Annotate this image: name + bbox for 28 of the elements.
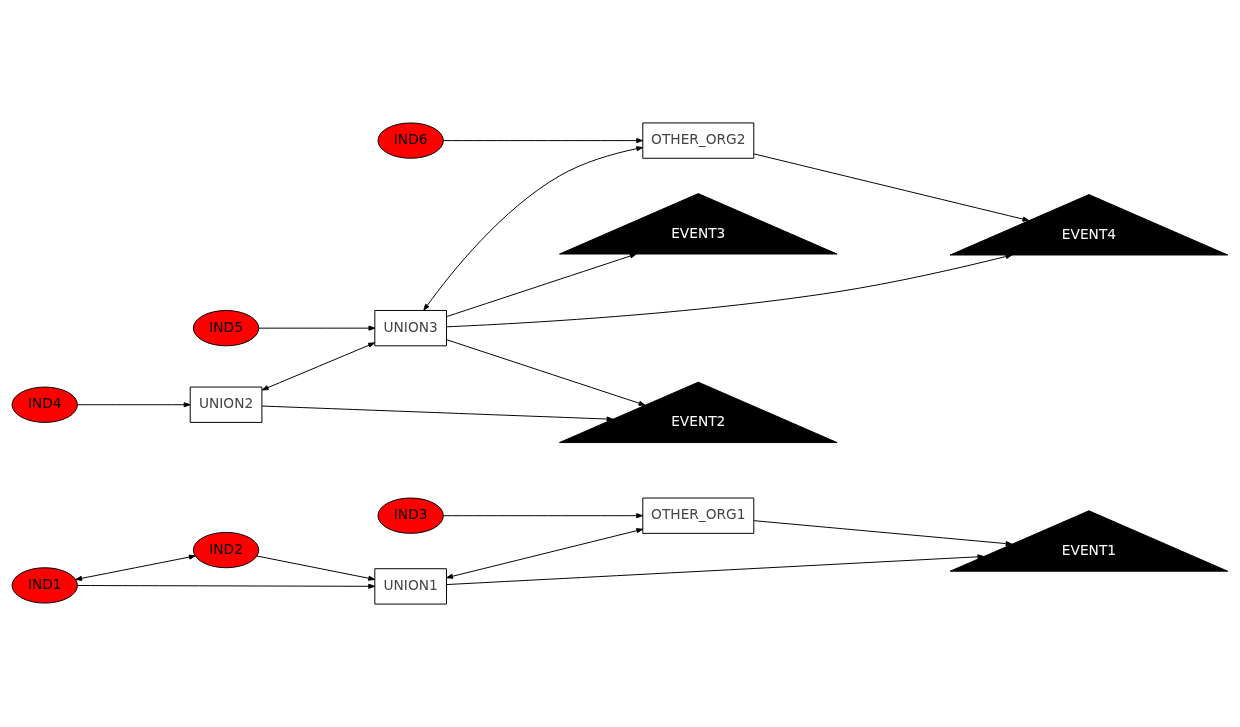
- node-box: UNION3: [374, 310, 447, 347]
- arrow: [76, 402, 191, 408]
- arrow: [446, 253, 1013, 328]
- node-box: OTHER_ORG1: [642, 497, 755, 534]
- arrow: [446, 528, 644, 579]
- arrow: [442, 138, 644, 144]
- arrow: [753, 520, 1013, 547]
- arrow: [442, 513, 644, 519]
- node-ellipse: IND5: [192, 310, 260, 347]
- arrow: [446, 339, 646, 406]
- arrow: [256, 555, 376, 581]
- arrow: [76, 583, 376, 589]
- node-ellipse: IND3: [377, 497, 444, 534]
- node-ellipse: IND1: [11, 567, 78, 604]
- node-box: UNION2: [189, 386, 263, 423]
- arrow: [423, 146, 644, 311]
- node-box: OTHER_ORG2: [642, 122, 755, 159]
- node-box: UNION1: [374, 568, 447, 605]
- arrow: [258, 325, 376, 331]
- arrow: [75, 554, 196, 581]
- arrow: [446, 554, 985, 586]
- arrow: [261, 405, 614, 422]
- node-ellipse: IND6: [377, 122, 444, 159]
- node-ellipse: IND4: [11, 386, 78, 423]
- arrow: [753, 153, 1030, 222]
- arrow: [261, 342, 376, 391]
- arrow: [446, 253, 637, 318]
- node-ellipse: IND2: [192, 531, 260, 569]
